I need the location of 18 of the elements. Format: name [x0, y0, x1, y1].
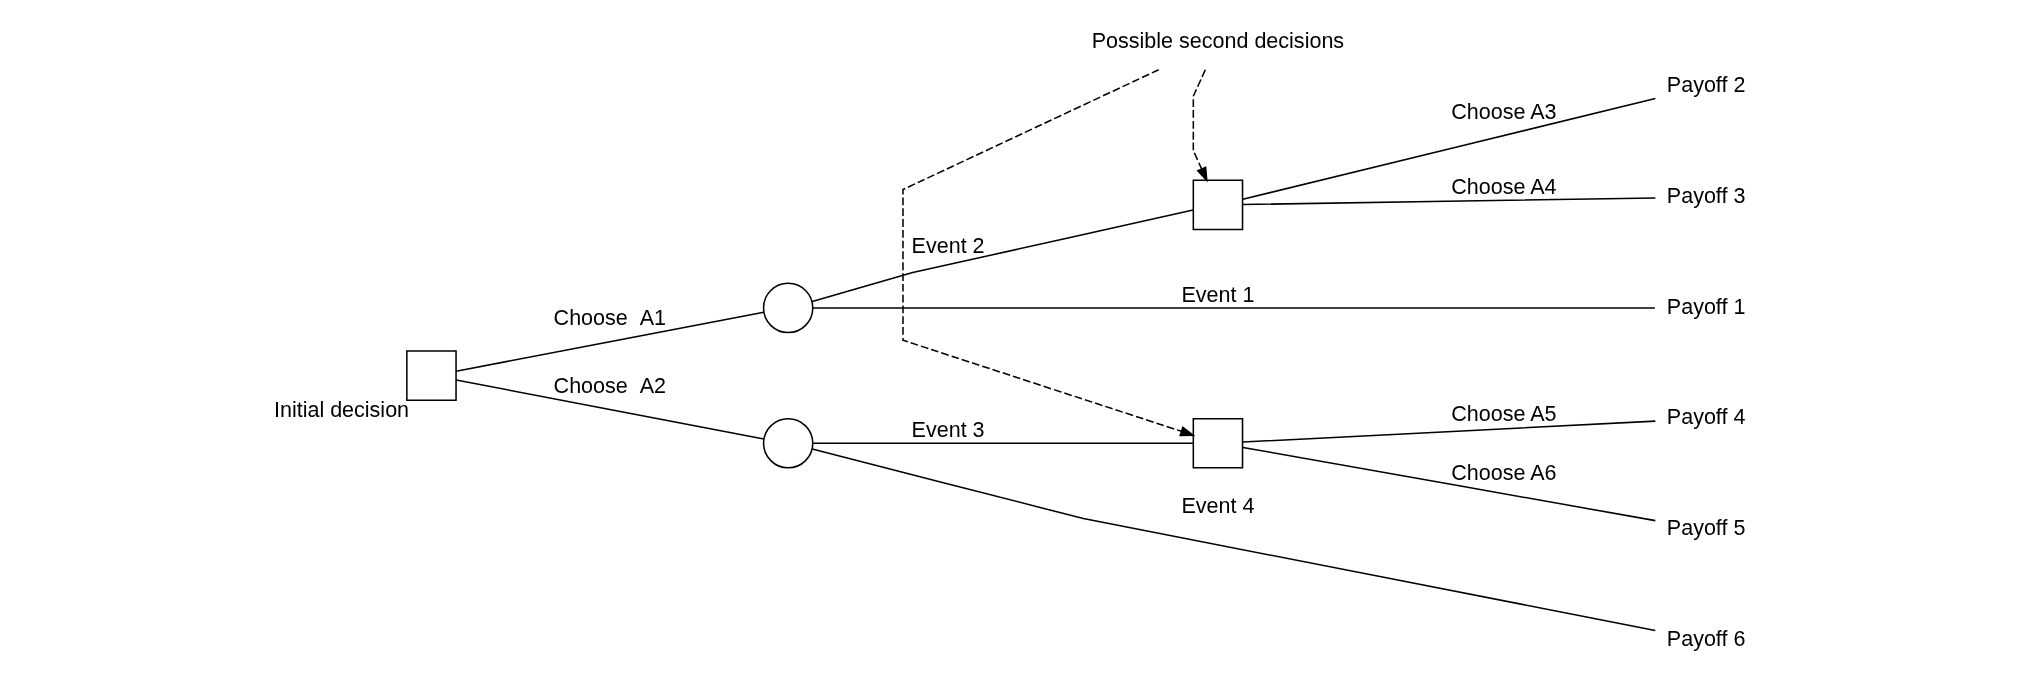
edge-label: Choose A2 — [553, 373, 667, 398]
edge-label: Event 4 — [1181, 493, 1255, 518]
edge-label: Event 1 — [1181, 283, 1255, 308]
edge-label: Event 2 — [911, 233, 985, 258]
edge-label: Choose A6 — [1451, 461, 1557, 486]
node-text: Possible second decisions — [1091, 28, 1345, 53]
edge-label: Event 3 — [911, 418, 985, 443]
node-text: Payoff 2 — [1666, 73, 1746, 98]
edge-label: Choose A5 — [1451, 401, 1557, 426]
node-text: Payoff 3 — [1666, 183, 1746, 208]
edge-label: Choose A1 — [553, 306, 667, 331]
edge-label: Choose A3 — [1451, 100, 1557, 125]
node-text: Payoff 1 — [1666, 294, 1746, 319]
node-text: Payoff 4 — [1666, 405, 1746, 430]
node-text: Payoff 6 — [1666, 626, 1746, 651]
node-text: Payoff 5 — [1666, 516, 1746, 541]
node-label: Initial decision — [273, 398, 410, 423]
edge-label: Choose A4 — [1451, 175, 1557, 200]
